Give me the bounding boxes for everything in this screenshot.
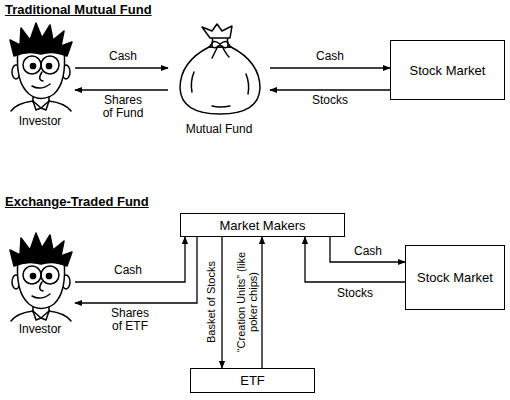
investor-drawing [10,233,72,321]
arrow-label: Cash [300,50,360,63]
arrow-label: Shares of ETF [106,307,154,333]
money-bag-illustration [172,22,268,116]
node-label: Stock Market [410,63,486,78]
investor-figure: Investor [5,18,75,128]
investor-illustration [5,230,77,322]
arrow-label: Cash [93,50,153,63]
arrow-label: Cash [98,264,158,277]
flow-arrow [75,89,168,90]
section-title: Exchange-Traded Fund [5,194,149,209]
flow-arrow [261,237,262,368]
node-label: Investor [19,322,62,336]
flow-arrow [270,89,390,90]
etf-box: ETF [190,368,315,393]
node-label: Investor [19,114,62,128]
money-bag-drawing [180,24,260,114]
section-title: Traditional Mutual Fund [5,2,152,17]
arrow-label: Shares of Fund [99,94,147,120]
flow-arrow [75,67,168,68]
market-makers-box: Market Makers [180,213,345,237]
flow-arrow [270,67,390,68]
market-box: Stock Market [390,40,505,100]
node-label: Stock Market [417,270,493,285]
market-box: Stock Market [405,245,505,310]
investor-illustration [5,20,77,112]
flow-arrow [305,237,405,282]
arrow-label: Stocks [300,94,360,107]
arrow-label: “Creation Units” (like poker chips) [235,247,259,357]
arrow-label: Cash [338,245,398,258]
node-label: ETF [240,373,265,388]
investor-drawing [10,23,72,111]
mutual-fund-figure: Mutual Fund [168,22,270,136]
flow-arrow [75,237,185,282]
flow-arrow [75,237,197,303]
arrow-label: Stocks [325,287,385,300]
flow-arrow [330,237,405,262]
node-label: Market Makers [220,218,306,233]
investor-figure: Investor [5,228,75,336]
flow-arrow [221,237,222,368]
node-label: Mutual Fund [186,122,253,136]
arrow-label: Basket of Stocks [205,247,217,357]
